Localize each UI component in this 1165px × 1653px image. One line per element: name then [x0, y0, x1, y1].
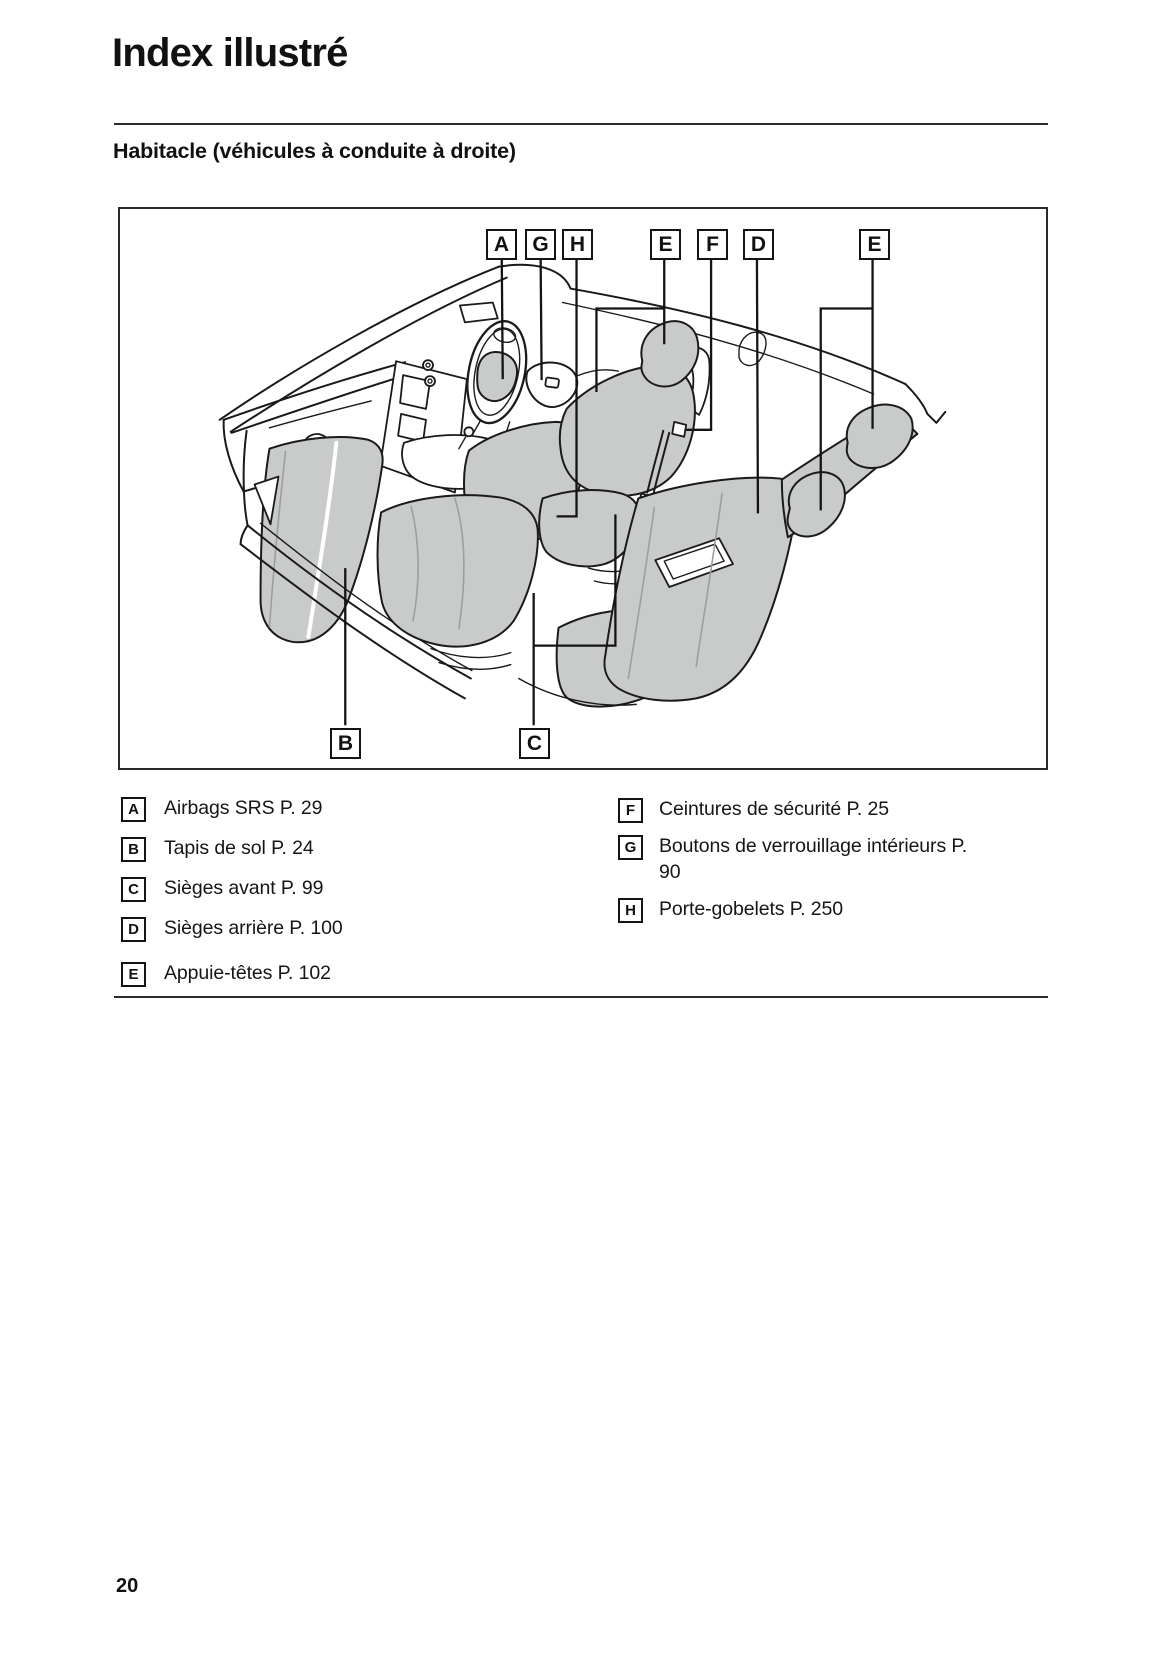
- callout-line-e-rear: [819, 259, 874, 511]
- floor-mats: [259, 436, 384, 644]
- legend-label-ceintures: Ceintures de sécurité P. 25: [659, 798, 889, 820]
- legend-key-a: A: [121, 797, 146, 822]
- cabin-illustration-frame: A G H E F D E B C: [118, 207, 1048, 770]
- legend-key-f: F: [618, 798, 643, 823]
- legend-key-b: B: [121, 837, 146, 862]
- rear-bench-seat: [518, 403, 919, 708]
- callout-box-f: F: [697, 229, 728, 260]
- callout-line-d: [755, 259, 760, 514]
- callout-line-c: [532, 514, 617, 726]
- callout-box-b: B: [330, 728, 361, 759]
- page-number: 20: [116, 1575, 139, 1597]
- page-title: Index illustré: [112, 31, 348, 75]
- callout-lines: [344, 259, 874, 726]
- legend-label-sieges-avant: Sièges avant P. 99: [164, 877, 324, 899]
- legend-label-appuie-tetes: Appuie-têtes P. 102: [164, 962, 331, 984]
- legend-label-porte-gobelets: Porte-gobelets P. 250: [659, 898, 844, 920]
- rear-headrest-right: [845, 403, 914, 469]
- legend-label-sieges-arriere: Sièges arrière P. 100: [164, 917, 343, 939]
- car-interior-illustration: [218, 259, 947, 726]
- callout-box-h: H: [562, 229, 593, 260]
- callout-line-f: [685, 259, 713, 431]
- section-heading: Habitacle (véhicules à conduite à droite…: [113, 139, 516, 163]
- callout-box-d: D: [743, 229, 774, 260]
- legend-key-d: D: [121, 917, 146, 942]
- airbag-pad: [476, 351, 518, 402]
- legend-label-tapis: Tapis de sol P. 24: [164, 837, 314, 859]
- title-divider: [114, 123, 1048, 125]
- callout-box-e-front: E: [650, 229, 681, 260]
- legend-key-g: G: [618, 835, 643, 860]
- callout-line-a: [500, 259, 504, 380]
- legend-key-c: C: [121, 877, 146, 902]
- steering-wheel: [466, 320, 528, 425]
- callout-box-c: C: [519, 728, 550, 759]
- callout-line-h: [556, 259, 578, 518]
- legend-key-h: H: [618, 898, 643, 923]
- callout-box-a: A: [486, 229, 517, 260]
- door-lock-button-area: [525, 361, 620, 408]
- callout-box-e-rear: E: [859, 229, 890, 260]
- callout-line-g: [539, 259, 543, 381]
- callout-line-e-front: [595, 259, 666, 393]
- callout-box-g: G: [525, 229, 556, 260]
- legend-label-verrouillage: Boutons de verrouillage intérieurs P. 90: [659, 835, 968, 883]
- section-end-divider: [114, 996, 1048, 998]
- rear-headrest-center: [786, 471, 846, 538]
- driver-headrest: [640, 320, 700, 388]
- legend-key-e: E: [121, 962, 146, 987]
- body-outline: [218, 263, 947, 433]
- legend-label-airbags: Airbags SRS P. 29: [164, 797, 323, 819]
